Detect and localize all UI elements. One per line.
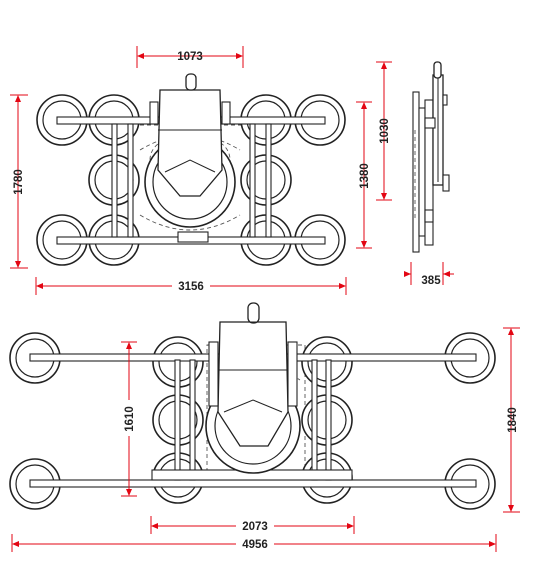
lifting-eye — [185, 73, 197, 91]
side-view — [412, 61, 450, 253]
dim-side-depth: 385 — [404, 262, 454, 287]
dim-label: 1780 — [13, 169, 25, 195]
dim-label: 385 — [421, 275, 441, 287]
dim-ext-height: 1840 — [503, 327, 520, 513]
dim-label: 1840 — [507, 407, 519, 433]
dim-clamp-width: 1073 — [136, 46, 244, 68]
dim-label: 2073 — [242, 521, 268, 533]
top-view — [36, 73, 346, 266]
vacuum-unit — [217, 321, 289, 447]
lifting-eye — [247, 302, 260, 324]
dim-label: 4956 — [242, 539, 268, 551]
dim-label: 1610 — [124, 406, 136, 432]
dim-label: 1030 — [379, 118, 391, 144]
dim-width: 3156 — [35, 277, 347, 295]
dim-ext-inner-width: 2073 — [150, 516, 355, 534]
extension-bar — [29, 479, 477, 488]
vacuum-unit — [157, 89, 223, 197]
dim-label: 1380 — [359, 163, 371, 189]
dim-ext-width: 4956 — [11, 534, 497, 552]
dim-side-height: 1030 — [376, 61, 392, 201]
dim-inner-height: 1380 — [356, 101, 372, 249]
dim-ext-inner-height: 1610 — [121, 341, 137, 497]
side-plate — [412, 91, 420, 253]
extended-view — [9, 302, 496, 510]
dim-height: 1780 — [10, 94, 28, 269]
dim-label: 1073 — [177, 51, 203, 63]
dim-label: 3156 — [178, 281, 204, 293]
